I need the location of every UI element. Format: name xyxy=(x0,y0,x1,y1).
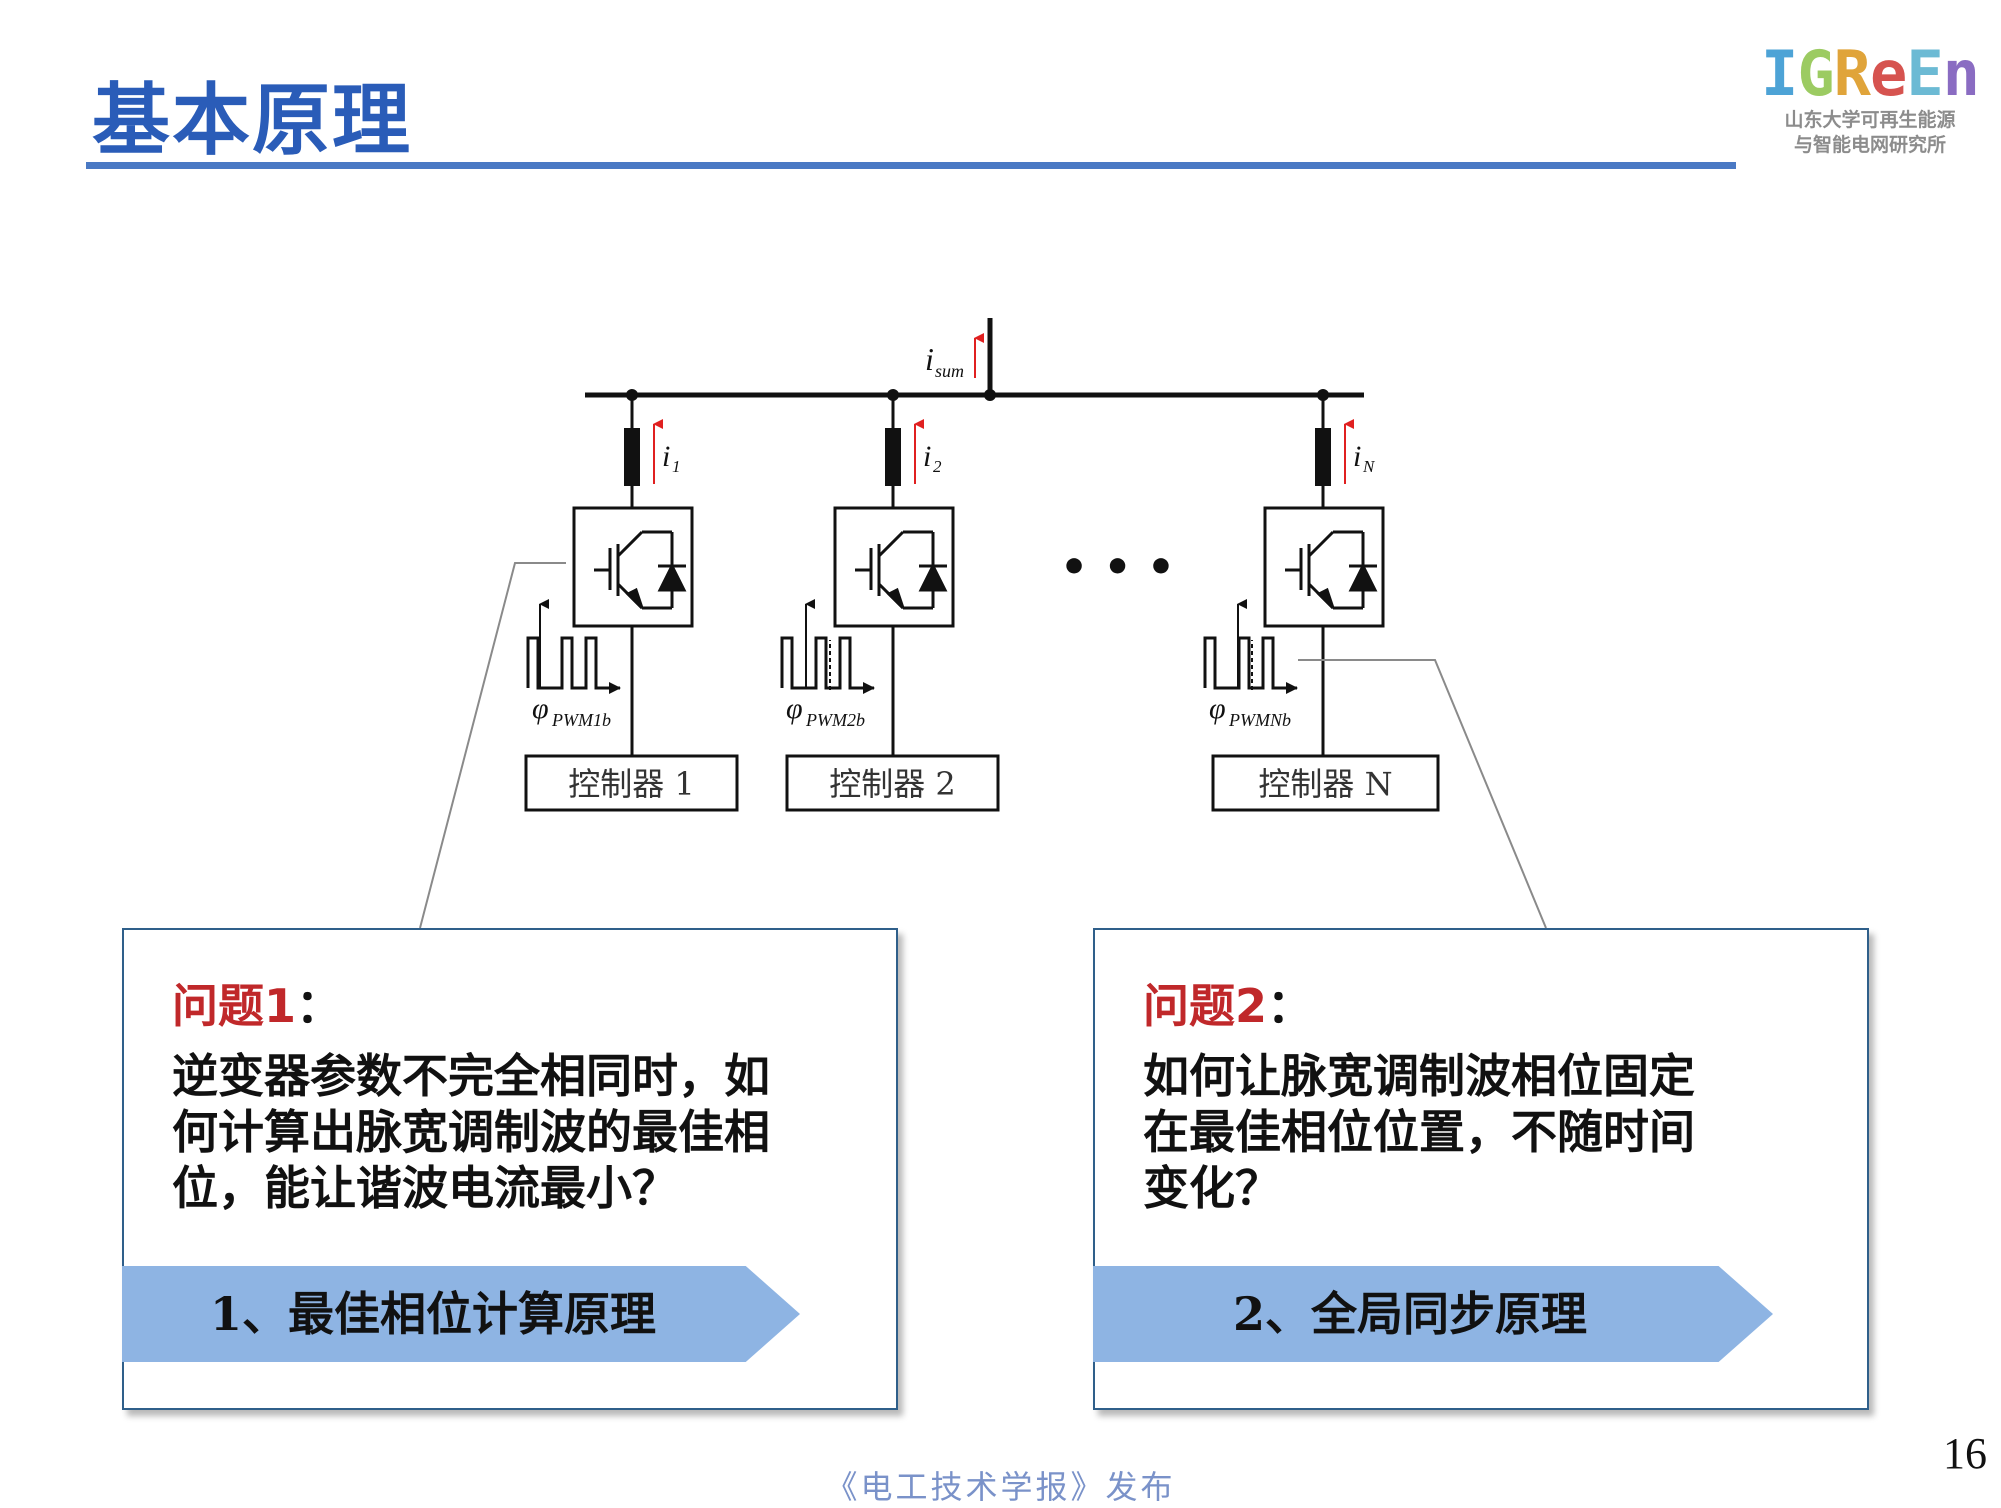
igbt-icon xyxy=(855,530,948,610)
question-line: 逆变器参数不完全相同时，如 xyxy=(172,1049,770,1103)
logo-letter: e xyxy=(1870,37,1907,110)
phase-subscript: PWM2b xyxy=(805,710,865,730)
controller-box xyxy=(524,754,739,812)
controller-label: 控制器 N xyxy=(1258,765,1392,803)
question-body: 逆变器参数不完全相同时，如 何计算出脉宽调制波的最佳相 位，能让谐波电流最小？ xyxy=(172,1048,770,1216)
question-box-1: 问题1： 逆变器参数不完全相同时，如 何计算出脉宽调制波的最佳相 位，能让谐波电… xyxy=(122,928,898,1410)
slide-title: 基本原理 xyxy=(92,76,413,166)
ac-bus xyxy=(585,318,1364,401)
pwm-waveform xyxy=(780,636,872,690)
question-line: 位，能让谐波电流最小？ xyxy=(172,1161,678,1215)
question-box-2: 问题2： 如何让脉宽调制波相位固定 在最佳相位位置，不随时间 变化？ 2、全局同… xyxy=(1093,928,1869,1410)
branch-current-subscript: 2 xyxy=(933,457,942,476)
bus-current-subscript: sum xyxy=(935,361,964,381)
question-heading-colon: ： xyxy=(296,979,343,1033)
answer-banner: 1、最佳相位计算原理 xyxy=(122,1266,800,1362)
logo-mark: IGReEn xyxy=(1760,40,1980,108)
phase-subscript: PWMNb xyxy=(1228,710,1291,730)
logo-letter: G xyxy=(1797,37,1834,110)
answer-banner-text: 1、最佳相位计算原理 xyxy=(210,1287,657,1341)
branch-current-symbol: i xyxy=(1353,440,1361,473)
question-heading-colon: ： xyxy=(1267,979,1314,1033)
logo-letter: I xyxy=(1761,37,1798,110)
controller-label: 控制器 2 xyxy=(829,765,956,803)
logo-letter: n xyxy=(1942,37,1980,110)
inductor xyxy=(1315,428,1331,486)
question-line: 何计算出脉宽调制波的最佳相 xyxy=(172,1105,770,1159)
answer-banner: 2、全局同步原理 xyxy=(1093,1266,1773,1362)
ellipsis: • • • xyxy=(1060,542,1175,593)
phase-symbol: φ xyxy=(786,692,803,725)
phase-subscript: PWM1b xyxy=(551,710,611,730)
bus-current-symbol: i xyxy=(925,341,934,377)
page-number: 16 xyxy=(1943,1429,1987,1478)
callout-line-2 xyxy=(1298,659,1547,929)
callout-line-1 xyxy=(419,562,566,929)
answer-banner-text: 2、全局同步原理 xyxy=(1233,1287,1588,1341)
controller-label: 控制器 1 xyxy=(568,765,695,803)
logo-line-1: 山东大学可再生能源 xyxy=(1784,109,1956,131)
phase-symbol: φ xyxy=(1209,692,1226,725)
phase-symbol: φ xyxy=(532,692,549,725)
footer-source: 《电工技术学报》发布 xyxy=(825,1468,1176,1506)
igreen-logo: IGReEn 山东大学可再生能源 与智能电网研究所 xyxy=(1760,40,1980,160)
question-heading: 问题1： xyxy=(172,970,342,1036)
question-line: 变化？ xyxy=(1143,1161,1281,1215)
logo-letter: E xyxy=(1906,37,1943,110)
logo-letter: R xyxy=(1833,37,1871,110)
question-body: 如何让脉宽调制波相位固定 在最佳相位位置，不随时间 变化？ xyxy=(1143,1048,1695,1216)
branch-current-symbol: i xyxy=(923,440,931,473)
controller-box xyxy=(1211,754,1440,812)
question-line: 在最佳相位位置，不随时间 xyxy=(1143,1105,1695,1159)
title-rule xyxy=(86,162,1736,169)
inductor xyxy=(885,428,901,486)
controller-box xyxy=(785,754,1000,812)
inductor xyxy=(624,428,640,486)
branch-current-symbol: i xyxy=(662,440,670,473)
question-heading-text: 问题1 xyxy=(172,979,297,1033)
logo-line-2: 与智能电网研究所 xyxy=(1793,134,1946,156)
branch-current-subscript: 1 xyxy=(672,457,681,476)
question-heading-text: 问题2 xyxy=(1143,979,1268,1033)
igbt-icon xyxy=(594,530,687,610)
bus-current-label: i sum xyxy=(925,333,984,381)
branch-current-subscript: N xyxy=(1362,457,1376,476)
pwm-waveform xyxy=(1203,636,1295,690)
igbt-icon xyxy=(1285,530,1378,610)
question-heading: 问题2： xyxy=(1143,970,1313,1036)
question-line: 如何让脉宽调制波相位固定 xyxy=(1143,1049,1695,1103)
pwm-waveform xyxy=(526,636,618,690)
